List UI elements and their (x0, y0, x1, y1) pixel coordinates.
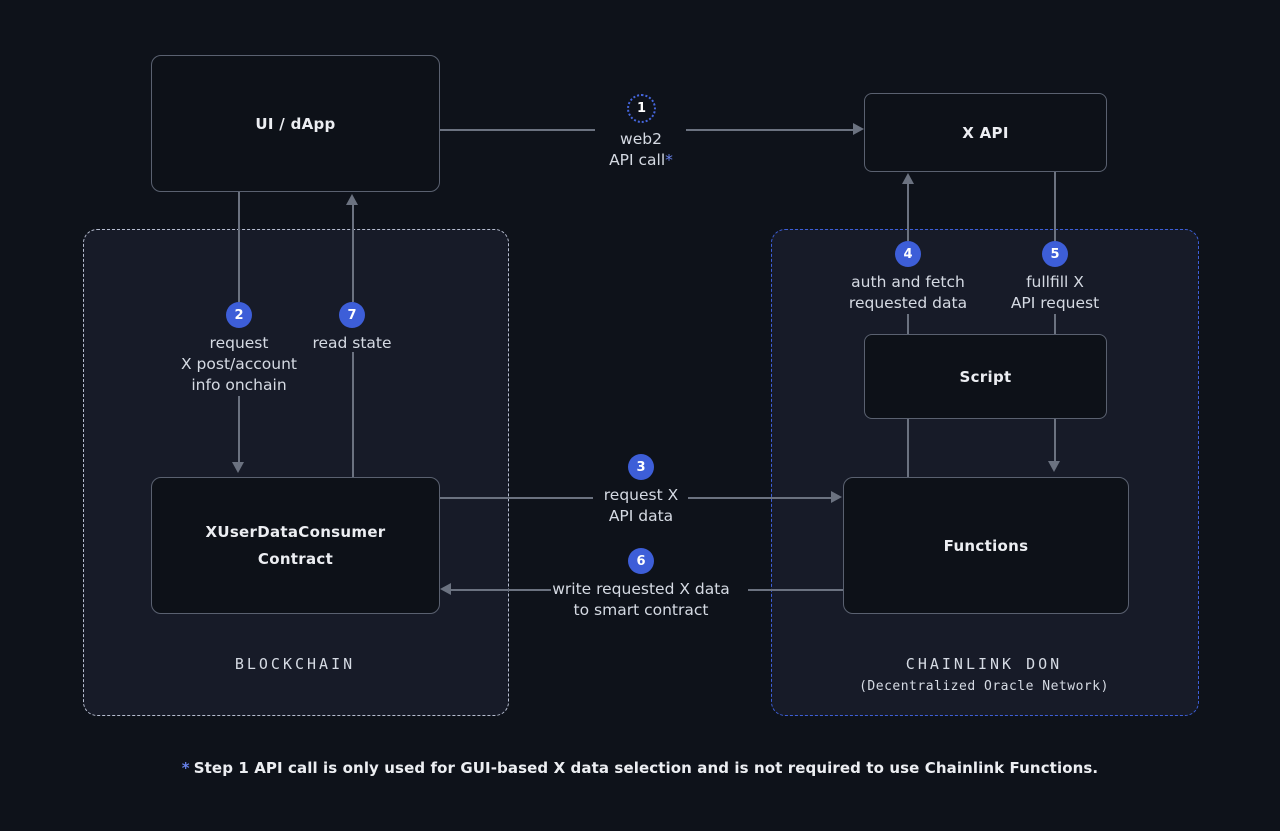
step6-label-line2: to smart contract (573, 601, 709, 619)
step1-label-line1: web2 (620, 130, 662, 148)
edge3-arrowhead-icon (831, 491, 842, 503)
edge4-line-bottom (907, 417, 909, 477)
edge7-arrowhead-icon (346, 194, 358, 205)
script-label: Script (959, 367, 1012, 386)
step2-badge: 2 (226, 302, 252, 328)
edge1-line-left (438, 129, 595, 131)
edge5-line-middle (1054, 314, 1056, 334)
ui-dapp-label: UI / dApp (255, 114, 336, 133)
contract-box: XUserDataConsumer Contract (151, 477, 440, 614)
step4-label-line1: auth and fetch (851, 273, 965, 291)
functions-box: Functions (843, 477, 1129, 614)
x-api-label: X API (962, 123, 1009, 142)
edge6-arrowhead-icon (440, 583, 451, 595)
step3-badge: 3 (628, 454, 654, 480)
step6-label: write requested X data to smart contract (552, 579, 730, 621)
step5-label: fullfill X API request (1011, 272, 1099, 314)
don-zone-label: CHAINLINK DON (905, 655, 1063, 673)
x-api-box: X API (864, 93, 1107, 172)
edge4-line-top (907, 184, 909, 241)
edge7-line-top (352, 205, 354, 302)
contract-label-line1: XUserDataConsumer (205, 522, 386, 541)
edge5-line-bottom (1054, 417, 1056, 461)
step3-label: request X API data (604, 485, 678, 527)
edge3-line-left (438, 497, 593, 499)
step1-asterisk: * (665, 151, 673, 169)
step1-badge: 1 (627, 94, 656, 123)
step5-badge: 5 (1042, 241, 1068, 267)
edge5-arrowhead-icon (1048, 461, 1060, 472)
blockchain-zone-label: BLOCKCHAIN (234, 655, 356, 673)
functions-label: Functions (943, 536, 1029, 555)
blockchain-zone (83, 229, 509, 716)
step4-label-line2: requested data (848, 294, 968, 312)
edge1-arrowhead-icon (853, 123, 864, 135)
step2-label-line1: request (209, 334, 269, 352)
step4-label: auth and fetch requested data (849, 272, 967, 314)
step1-label: web2 API call* (609, 129, 673, 171)
footnote: *Step 1 API call is only used for GUI-ba… (0, 759, 1280, 777)
step2-label-line3: info onchain (191, 376, 287, 394)
edge5-line-top (1054, 170, 1056, 241)
step4-badge: 4 (895, 241, 921, 267)
edge3-line-right (688, 497, 831, 499)
step7-label: read state (312, 333, 391, 354)
edge2-line-top (238, 190, 240, 302)
contract-label-line2: Contract (257, 549, 334, 568)
edge2-line-bottom (238, 396, 240, 462)
step7-badge: 7 (339, 302, 365, 328)
step3-label-line1: request X (603, 486, 679, 504)
footnote-asterisk: * (181, 759, 190, 777)
edge4-line-middle (907, 314, 909, 334)
edge2-arrowhead-icon (232, 462, 244, 473)
script-box: Script (864, 334, 1107, 419)
step6-badge: 6 (628, 548, 654, 574)
step2-label-line2: X post/account (181, 355, 297, 373)
edge6-line-left (451, 589, 551, 591)
edge6-line-right (748, 589, 843, 591)
step2-label: request X post/account info onchain (181, 333, 297, 396)
don-zone-sublabel: (Decentralized Oracle Network) (859, 679, 1109, 694)
edge1-line-right (686, 129, 853, 131)
step7-label-line1: read state (312, 334, 392, 352)
step5-label-line2: API request (1010, 294, 1100, 312)
edge7-line-bottom (352, 352, 354, 477)
footnote-text: Step 1 API call is only used for GUI-bas… (193, 759, 1099, 777)
chainlink-don-zone (771, 229, 1199, 716)
contract-label: XUserDataConsumer Contract (205, 519, 385, 573)
step5-label-line1: fullfill X (1026, 273, 1084, 291)
ui-dapp-box: UI / dApp (151, 55, 440, 192)
step6-label-line1: write requested X data (552, 580, 730, 598)
edge4-arrowhead-icon (902, 173, 914, 184)
step1-label-line2: API call* (609, 151, 673, 169)
step3-label-line2: API data (608, 507, 674, 525)
